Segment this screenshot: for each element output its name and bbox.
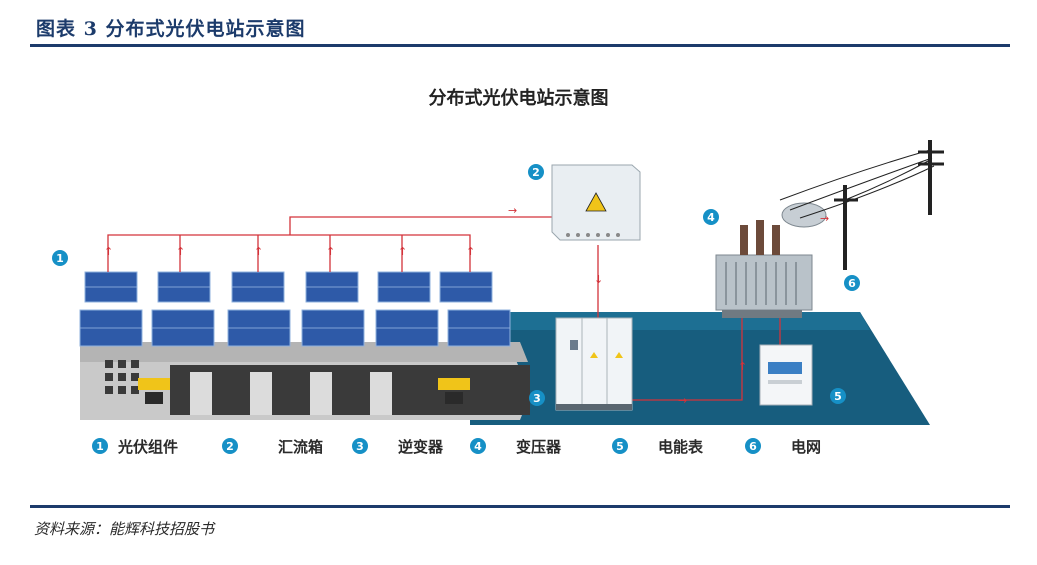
svg-text:→: →: [508, 204, 517, 217]
legend-item-grid: 6 电网: [745, 432, 821, 460]
legend-item-meter: 5 电能表: [612, 432, 703, 460]
svg-text:2: 2: [532, 166, 540, 179]
svg-text:↓: ↓: [594, 273, 603, 286]
top-rule: [30, 44, 1010, 47]
svg-text:↑: ↑: [104, 245, 113, 258]
dc-wiring: [107, 216, 781, 401]
svg-text:↑: ↑: [398, 245, 407, 258]
legend-item-combiner-box: 2 汇流箱: [222, 432, 323, 460]
svg-text:4: 4: [707, 211, 715, 224]
badge-5: [830, 388, 846, 404]
badge-4: [703, 209, 719, 225]
power-grid: [779, 140, 944, 270]
figure-source: 资料来源：能辉科技招股书: [34, 520, 215, 538]
legend-number: 6: [745, 438, 761, 454]
legend-label: 逆变器: [398, 437, 444, 456]
diagram-title: 分布式光伏电站示意图: [428, 88, 609, 109]
legend-label: 汇流箱: [278, 437, 324, 456]
flow-arrows: ↑ ↑ ↑ ↑ ↑ ↑ → ↓ → ↑: [104, 204, 747, 407]
legend-item-pv-modules: 1 光伏组件: [92, 432, 178, 460]
legend-number: 3: [352, 438, 368, 454]
legend-number: 1: [92, 438, 108, 454]
legend-label: 光伏组件: [118, 437, 179, 456]
grid-arrow: →: [820, 212, 829, 225]
figure-title: 图表 3 分布式光伏电站示意图: [36, 18, 306, 40]
legend-number: 5: [612, 438, 628, 454]
inverter-cabinet: [555, 317, 633, 411]
legend-label: 电能表: [658, 437, 704, 456]
svg-text:5: 5: [834, 390, 842, 403]
figure-header: 图表 3 分布式光伏电站示意图: [30, 8, 1010, 44]
legend-number: 4: [470, 438, 486, 454]
bottom-rule: [30, 505, 1010, 508]
svg-text:↑: ↑: [254, 245, 263, 258]
diagram-legend: 1 光伏组件 2 汇流箱 3 逆变器 4 变压器 5 电能表 6 电网: [88, 432, 848, 460]
solar-panels: [79, 271, 511, 347]
combiner-box: [551, 164, 641, 241]
legend-label: 变压器: [516, 437, 562, 456]
badge-2: [528, 164, 544, 180]
svg-text:↑: ↑: [326, 245, 335, 258]
badge-6: [844, 275, 860, 291]
electric-meter: [759, 344, 813, 406]
transformer: [715, 202, 827, 318]
badge-3: [529, 390, 545, 406]
svg-text:1: 1: [56, 252, 64, 265]
svg-text:→: →: [678, 394, 687, 407]
svg-text:3: 3: [533, 392, 541, 405]
callout-badges: 1 2 3 4 5 6: [52, 164, 860, 406]
badge-1: [52, 250, 68, 266]
legend-label: 电网: [791, 437, 822, 456]
legend-item-transformer: 4 变压器: [470, 432, 561, 460]
svg-text:↑: ↑: [466, 245, 475, 258]
legend-number: 2: [222, 438, 238, 454]
svg-text:6: 6: [848, 277, 856, 290]
svg-text:↑: ↑: [738, 360, 747, 373]
svg-text:↑: ↑: [176, 245, 185, 258]
building: [80, 342, 530, 420]
legend-item-inverter: 3 逆变器: [352, 432, 443, 460]
